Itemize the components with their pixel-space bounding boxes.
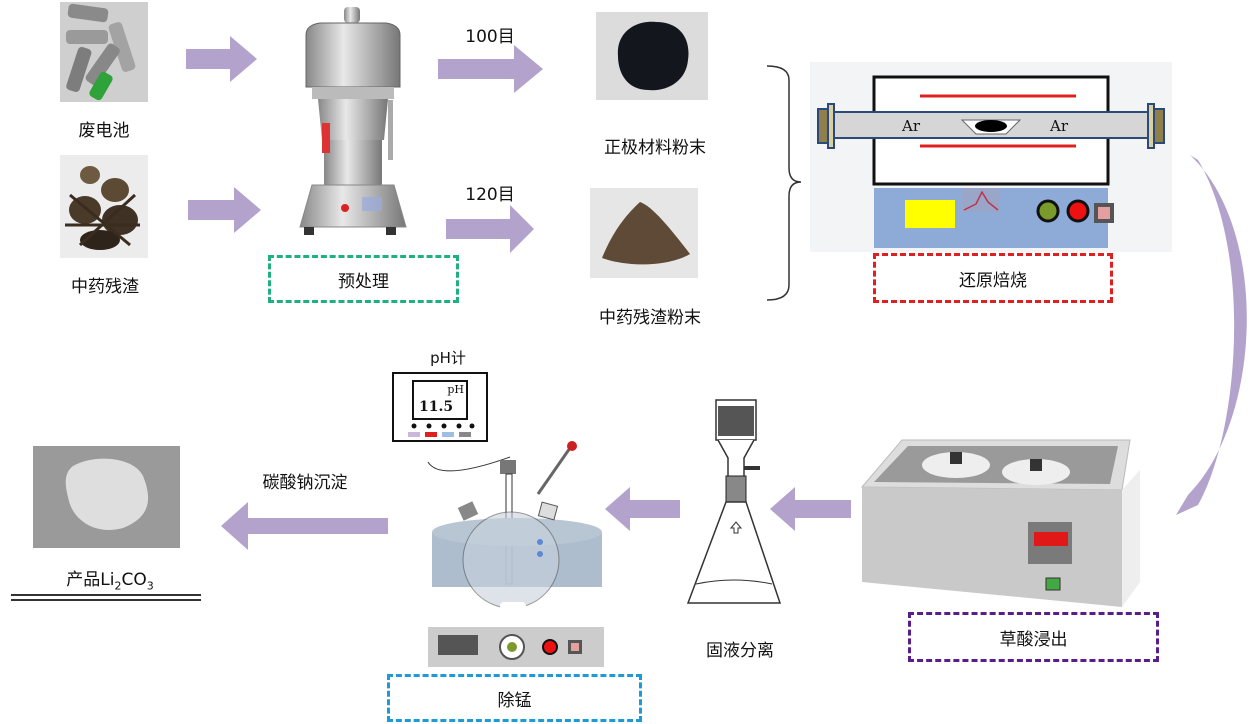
arrow-battery-to-grinder (186, 36, 257, 82)
ph-meter[interactable]: pH 11.5 (392, 372, 488, 442)
product-label: 产品Li2CO3 (66, 570, 154, 593)
step-manganese-removal-label: 除锰 (497, 690, 532, 711)
tube-furnace-image: Ar Ar (810, 62, 1172, 252)
arrow-roast-to-leach (1176, 155, 1247, 515)
herb-residue-label: 中药残渣 (71, 277, 139, 297)
arrow-filter-to-mn-removal (605, 487, 680, 531)
herb-powder-label: 中药残渣粉末 (599, 308, 701, 328)
reactor-image (420, 441, 610, 672)
step-solid-liquid-separation-label[interactable]: 固液分离 (706, 641, 774, 661)
gas-label-right: Ar (1050, 117, 1069, 135)
gas-label-left: Ar (902, 117, 921, 135)
step-oxalic-leaching[interactable]: 草酸浸出 (908, 612, 1159, 662)
grinder-image (290, 5, 415, 242)
cathode-powder-label: 正极材料粉末 (604, 138, 706, 158)
ph-meter-screen: pH 11.5 (412, 380, 468, 420)
ph-value: 11.5 (419, 399, 454, 415)
step-reduction-roasting[interactable]: 还原焙烧 (873, 253, 1113, 303)
step-pretreatment-label: 预处理 (338, 271, 389, 292)
cathode-powder-image (596, 12, 708, 100)
arrow-leach-to-filter (770, 487, 851, 531)
product-image (33, 446, 180, 548)
battery-image (60, 2, 148, 102)
step-pretreatment[interactable]: 预处理 (268, 255, 459, 303)
filter-flask-image (684, 398, 784, 608)
sieve-label-herb: 120目 (465, 185, 515, 205)
product-underline (11, 594, 201, 601)
sieve-label-cathode: 100目 (465, 27, 515, 47)
arrow-mn-to-product (221, 502, 388, 550)
step-sodium-carbonate-precipitation-label[interactable]: 碳酸钠沉淀 (262, 473, 348, 493)
step-manganese-removal[interactable]: 除锰 (387, 674, 642, 722)
merge-bracket (766, 65, 802, 301)
water-bath-image (860, 432, 1140, 607)
step-oxalic-leaching-label: 草酸浸出 (999, 629, 1068, 650)
step-reduction-roasting-label: 还原焙烧 (959, 270, 1027, 291)
herb-residue-image (60, 155, 148, 258)
ph-meter-title: pH计 (430, 349, 466, 367)
battery-label: 废电池 (78, 121, 130, 141)
ph-unit: pH (447, 383, 464, 396)
arrow-grinder-to-cathode-powder (438, 45, 543, 93)
herb-powder-image (590, 188, 698, 278)
arrow-herb-to-grinder (188, 187, 261, 233)
arrow-grinder-to-herb-powder (446, 205, 534, 253)
